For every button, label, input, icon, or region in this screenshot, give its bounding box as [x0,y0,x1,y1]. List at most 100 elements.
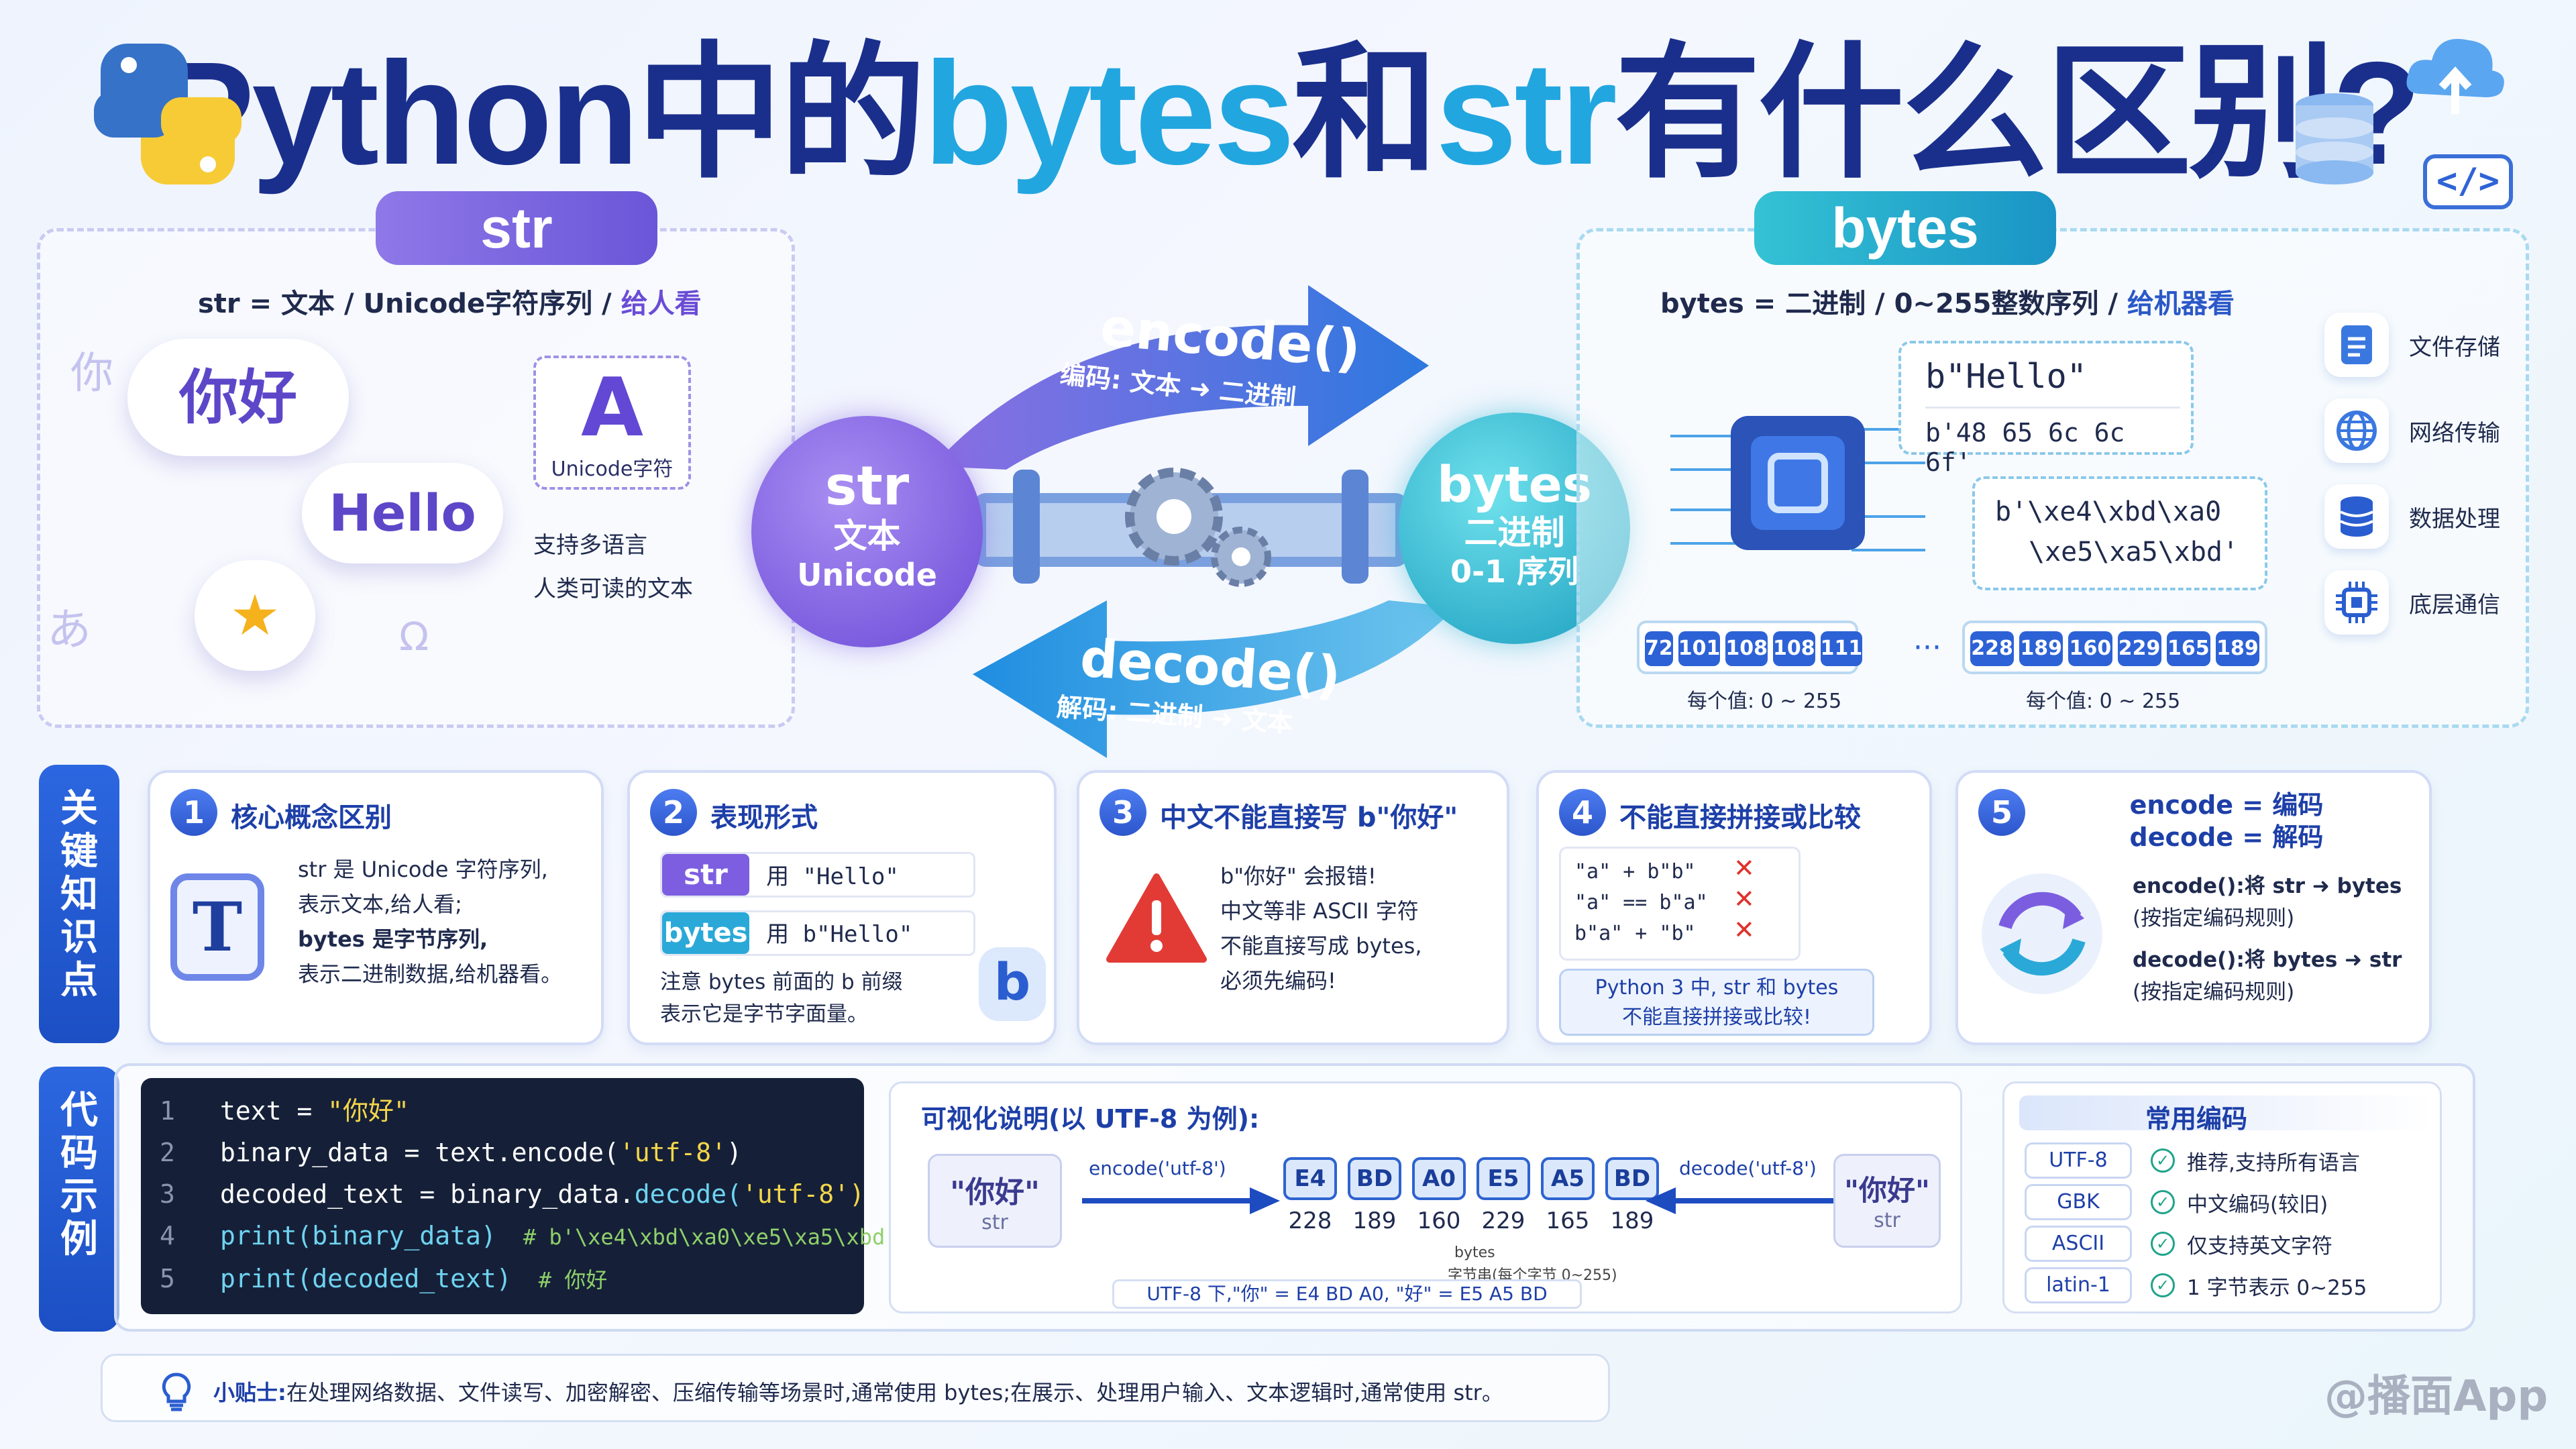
encoding-row: UTF-8✓推荐,支持所有语言 [2025,1140,2434,1181]
hex-byte: A0 [1412,1157,1466,1200]
error-x-icon: ✕ [1733,915,1755,945]
watermark: @播面App [2324,1372,2548,1421]
star-icon: ★ [229,582,280,648]
knowledge-sidebar: 关键知识点 [39,765,119,1043]
byte-value: 101 [1678,631,1721,666]
range-note: 每个值: 0 ~ 255 [1687,690,1842,713]
gear-pipe-icon [973,468,1409,587]
warning-icon [1106,873,1207,963]
encoding-name: GBK [2025,1184,2132,1220]
viz-str-right: "你好"str [1833,1154,1941,1248]
dec-byte: 165 [1546,1208,1590,1234]
dec-byte: 189 [1352,1208,1397,1234]
byte-value: 108 [1725,631,1768,666]
use-item: 文件存储 [2324,302,2526,388]
code-sidebar: 代码示例 [39,1067,119,1332]
error-x-icon: ✕ [1733,853,1755,883]
str-circle: str 文本 Unicode [751,416,983,647]
encoding-name: UTF-8 [2025,1142,2132,1179]
code-tail: 'utf-8') [741,1179,865,1209]
encoding-row: ASCII ✓ 仅支持英文字符 [2025,1223,2434,1265]
line-number: 1 [160,1096,175,1126]
use-item: 数据处理 [2324,474,2526,559]
use-item: 底层通信 [2324,559,2526,645]
code-tail: ) [726,1138,742,1167]
byte-value: 160 [2068,631,2112,666]
deco-char: 你 [70,349,113,398]
hex-byte: A5 [1541,1157,1595,1200]
encode-arrow [932,285,1429,470]
encoding-name: ASCII [2025,1226,2132,1262]
use-label: 网络传输 [2409,419,2500,447]
file-icon [2324,313,2389,377]
byte-value: 165 [2166,631,2210,666]
deco-char: Ω [399,614,429,659]
code-tag-icon: </> [2423,154,2513,209]
code-string: decode( [634,1179,742,1209]
use-label: 数据处理 [2409,505,2500,533]
speech-bubble-hello: Hello [302,463,503,564]
code-tail: # 你好 [538,1267,608,1293]
card-core-concept: 1 核心概念区别 T str 是 Unicode 字符序列,表示文本,给人看;b… [148,770,604,1045]
page-title: Python中的bytes和str有什么区别? [156,32,2422,195]
use-item: 网络传输 [2324,388,2526,474]
card-no-direct-chinese: 3 中文不能直接写 b"你好" b"你好" 会报错!中文等非 ASCII 字符不… [1077,770,1509,1045]
encoding-name: latin-1 [2025,1267,2132,1303]
check-icon: ✓ [2151,1190,2175,1214]
str-badge: str [376,191,657,265]
ellipsis: ··· [1913,631,1941,665]
line-number: 2 [160,1138,175,1167]
lightbulb-icon [162,1373,191,1411]
encoding-desc: 仅支持英文字符 [2187,1234,2332,1258]
use-label: 文件存储 [2409,333,2500,361]
str-tag: str [662,854,749,896]
encoding-desc: 中文编码(较旧) [2187,1192,2328,1217]
core-concept-text: str 是 Unicode 字符序列,表示文本,给人看;bytes 是字节序列,… [298,857,563,987]
python-logo-icon [94,44,241,184]
feature-multilang: 支持多语言 [533,532,647,559]
dec-byte: 228 [1288,1208,1332,1234]
hex-byte: E5 [1477,1157,1530,1200]
cloud-upload-icon [2406,39,2504,114]
encoding-desc: 推荐,支持所有语言 [2187,1150,2360,1175]
use-label: 底层通信 [2409,591,2500,619]
viz-arrow-right [1082,1187,1280,1214]
code-text: binary_data = text.encode( [220,1138,619,1167]
database-icon [2324,484,2389,549]
visualization-panel: 可视化说明(以 UTF-8 为例): "你好"str encode('utf-8… [889,1081,1962,1313]
error-x-icon: ✕ [1733,884,1755,914]
chip-icon [2324,570,2389,635]
unicode-glyph: A [581,362,643,455]
bytes-sample-nihao: b'\xe4\xbd\xa0 \xe5\xa5\xbd' [1972,476,2267,590]
cycle-arrows-icon [1982,873,2102,994]
database-stack-icon [2296,93,2373,184]
viz-arrow-left [1646,1187,1843,1214]
line-number: 3 [160,1179,175,1209]
byte-value: 229 [2117,631,2161,666]
concat-examples: "a" + b"b""a" == b"a"b"a" + "b" [1559,847,1801,961]
decode-arrow [973,600,1456,758]
use-list: 文件存储网络传输数据处理底层通信 [2324,302,2526,645]
viz-str-left: "你好"str [928,1154,1062,1248]
bytes-badge: bytes [1754,191,2056,265]
byte-value: 108 [1773,631,1815,666]
byte-value: 228 [1970,631,2015,666]
tip-bar: 小贴士:在处理网络数据、文件读写、加密解密、压缩传输等场景时,通常使用 byte… [101,1354,1610,1422]
line-number: 4 [160,1221,175,1250]
bytes-circle: bytes 二进制 0-1 序列 [1399,413,1630,644]
text-t-icon: T [170,873,264,981]
code-text: decoded_text = binary_data. [220,1179,635,1209]
bytes-tag: bytes [662,912,749,954]
deco-char: あ [47,604,91,655]
bytes-definition: bytes = 二进制 / 0~255整数序列 / 给机器看 [1660,288,2235,319]
check-icon: ✓ [2151,1232,2175,1256]
check-icon: ✓ [2151,1273,2175,1297]
globe-icon [2324,398,2389,463]
hex-byte: BD [1348,1157,1401,1200]
